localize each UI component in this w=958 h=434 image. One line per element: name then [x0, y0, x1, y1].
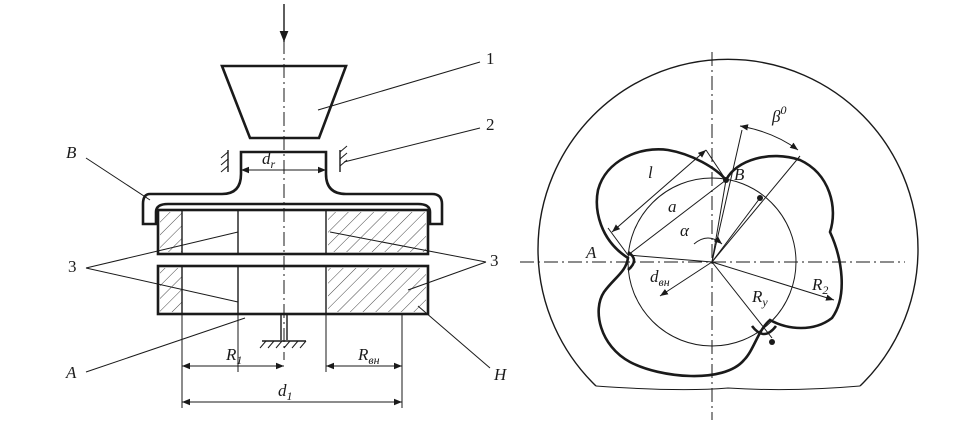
dvn-dimension — [659, 261, 713, 297]
label-A-left: A — [65, 363, 77, 382]
label-B-right: B — [734, 165, 745, 184]
label-R1: R1 — [225, 345, 242, 367]
radius-to-point — [711, 197, 761, 263]
upper-disk-hatch-left — [160, 212, 182, 252]
label-a: a — [668, 197, 677, 216]
label-alpha: α — [680, 221, 690, 240]
callout-3-left-label: 3 — [68, 257, 77, 276]
radius-to-B — [711, 179, 727, 263]
beta-arc — [739, 124, 799, 151]
upper-disk — [156, 208, 430, 256]
leader-3-left-a — [85, 231, 239, 269]
leader-2 — [343, 127, 481, 163]
callout-3-right-label: 3 — [490, 251, 499, 270]
leader-1 — [317, 61, 481, 111]
outer-circle — [537, 58, 919, 387]
label-R2: R2 — [811, 275, 828, 297]
callout-1-label: 1 — [486, 49, 495, 68]
cavity-contour — [595, 148, 843, 378]
label-l: l — [648, 163, 653, 182]
lower-disk-hatch-left — [160, 268, 182, 312]
nozzle-support-right — [339, 145, 348, 172]
lower-disk — [156, 264, 430, 316]
ground-support — [259, 340, 307, 349]
point-B — [723, 177, 729, 183]
leader-3-left-b — [85, 267, 239, 303]
alpha-arc — [693, 236, 723, 245]
left-figure: 1 2 B 3 3 A H dr R1 Rвн d1 — [65, 4, 508, 408]
beta-ray — [711, 155, 801, 263]
label-Rvn: Rвн — [357, 345, 380, 367]
label-H: H — [493, 365, 508, 384]
leader-B — [85, 157, 151, 201]
lower-disk-hatch-right — [328, 268, 426, 312]
label-beta: β0 — [771, 103, 786, 126]
label-dvn: dвн — [650, 267, 670, 289]
leader-H — [417, 305, 491, 369]
chord-a — [627, 179, 727, 256]
hopper — [220, 64, 348, 140]
leader-3-right-b — [407, 261, 487, 291]
leader-3-right-a — [329, 231, 487, 263]
ry-line — [711, 261, 773, 339]
callout-2-label: 2 — [486, 115, 495, 134]
nozzle-support-left — [220, 150, 229, 173]
label-dr: dr — [262, 149, 276, 171]
point-Ry-center — [769, 339, 775, 345]
feeder-nozzle — [141, 150, 444, 226]
label-d1: d1 — [278, 381, 293, 403]
notch-bottom — [750, 325, 778, 336]
right-figure: l B β0 a α A dвн Ry R2 — [520, 52, 919, 420]
label-Ry: Ry — [751, 287, 768, 309]
radius-to-A — [627, 254, 713, 263]
leader-A — [85, 317, 246, 373]
l-dimension — [611, 149, 707, 233]
upper-disk-hatch-right — [328, 212, 426, 252]
label-B-left: B — [66, 143, 77, 162]
r2-dimension — [711, 261, 835, 301]
point-contact — [757, 195, 763, 201]
outer-circle-break — [595, 385, 861, 391]
label-A-right: A — [585, 243, 597, 262]
